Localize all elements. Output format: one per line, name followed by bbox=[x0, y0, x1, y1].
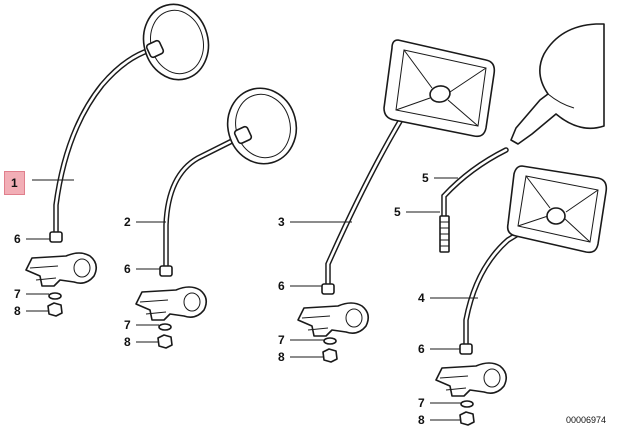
callout-7: 7 bbox=[278, 333, 285, 347]
callout-8: 8 bbox=[418, 413, 425, 427]
mirror-2-head bbox=[226, 87, 298, 165]
mirror-3-nut-8 bbox=[322, 348, 338, 363]
callout-7: 7 bbox=[14, 287, 21, 301]
callout-2: 2 bbox=[124, 215, 131, 229]
callout-6: 6 bbox=[278, 279, 285, 293]
callout-5: 5 bbox=[394, 205, 401, 219]
callout-7: 7 bbox=[124, 318, 131, 332]
callout-8: 8 bbox=[278, 350, 285, 364]
mirror-4-clamp bbox=[435, 362, 508, 397]
mirror-3-washer-7 bbox=[323, 337, 337, 345]
mirror-3-clamp bbox=[297, 302, 370, 337]
mirror-4-nut-8 bbox=[459, 411, 475, 426]
callout-3: 3 bbox=[278, 215, 285, 229]
mirror-assembly-1 bbox=[25, 3, 210, 317]
mirror-1-nut-8 bbox=[47, 302, 63, 317]
callout-1[interactable]: 1 bbox=[4, 171, 25, 195]
mirror-assembly-2 bbox=[135, 87, 298, 349]
mirror-5-stem bbox=[441, 147, 509, 219]
callout-6: 6 bbox=[14, 232, 21, 246]
leader-lines bbox=[26, 177, 478, 421]
mirror-1-washer-7 bbox=[48, 292, 62, 300]
mirror-4-washer-7 bbox=[460, 400, 474, 408]
mirror-2-nut-6 bbox=[159, 265, 173, 277]
callout-6: 6 bbox=[124, 262, 131, 276]
mirror-3-nut-6 bbox=[321, 283, 335, 295]
callout-8: 8 bbox=[124, 335, 131, 349]
mirror-1-head bbox=[142, 3, 210, 81]
mirror-1-clamp bbox=[25, 252, 98, 287]
mirror-4-nut-6 bbox=[459, 343, 473, 355]
mirror-assembly-4 bbox=[435, 23, 608, 426]
mirror-2-nut-8 bbox=[157, 334, 173, 349]
mirror-assembly-3 bbox=[297, 39, 496, 363]
callout-4: 4 bbox=[418, 291, 425, 305]
document-number: 00006974 bbox=[566, 415, 607, 425]
mirror-1-nut-6 bbox=[49, 231, 63, 243]
mirror-2-clamp bbox=[135, 286, 208, 321]
callout-8: 8 bbox=[14, 304, 21, 318]
callout-5: 5 bbox=[422, 171, 429, 185]
mirror-5-head bbox=[510, 23, 605, 145]
callout-6: 6 bbox=[418, 342, 425, 356]
mirror-2-washer-7 bbox=[158, 323, 172, 331]
callout-7: 7 bbox=[418, 396, 425, 410]
